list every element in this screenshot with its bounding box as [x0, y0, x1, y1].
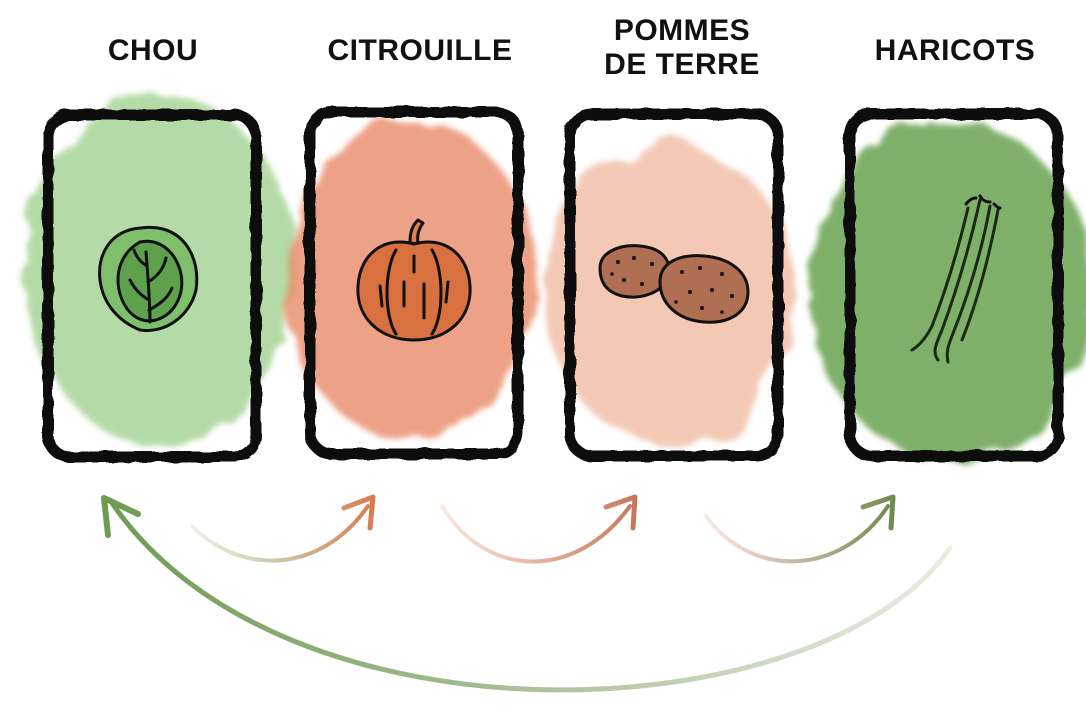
arrow-citrouille-to-pommes-de-terre — [442, 497, 635, 562]
arrow-haricots-to-chou — [104, 498, 950, 690]
rotation-arrows — [104, 497, 950, 690]
arrow-chou-to-citrouille — [192, 497, 373, 561]
arrow-pommes-de-terre-to-haricots — [706, 497, 893, 561]
